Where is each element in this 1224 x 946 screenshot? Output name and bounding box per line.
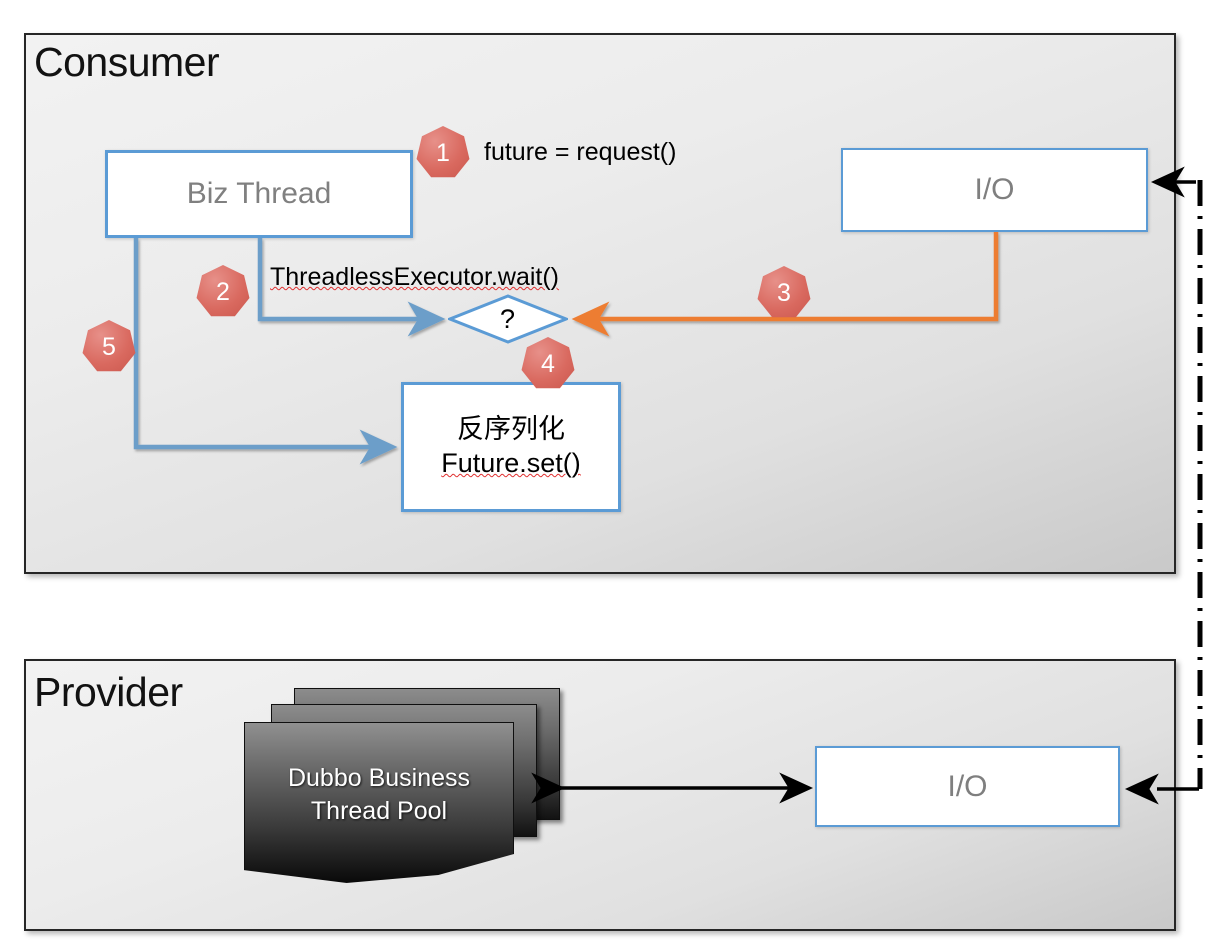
pool-card-front: Dubbo Business Thread Pool [244, 722, 514, 883]
step-badge-4-number: 4 [541, 349, 555, 378]
consumer-panel-title: Consumer [34, 39, 220, 85]
provider-panel-title: Provider [34, 669, 183, 715]
edge-label-threadless-wait: ThreadlessExecutor.wait() [270, 263, 560, 291]
consumer-io-box: I/O [841, 148, 1148, 232]
decision-question-mark: ? [500, 304, 516, 334]
provider-io-label: I/O [947, 769, 988, 803]
dubbo-thread-pool-line2: Thread Pool [310, 796, 448, 825]
dubbo-thread-pool-label: Dubbo Business Thread Pool [288, 762, 470, 827]
biz-thread-box: Biz Thread [105, 150, 413, 238]
step-badge-5: 5 [82, 320, 136, 372]
edge-label-future-request: future = request() [484, 138, 677, 166]
deserialize-box: 反序列化 Future.set() [401, 382, 621, 512]
deserialize-label-cn: 反序列化 [457, 414, 565, 446]
deserialize-label-future: Future.set() [441, 448, 581, 478]
biz-thread-label: Biz Thread [186, 177, 332, 210]
dubbo-thread-pool-line1: Dubbo Business [287, 764, 471, 792]
step-badge-3-number: 3 [777, 278, 791, 307]
step-badge-5-number: 5 [102, 332, 116, 361]
step-badge-2-number: 2 [216, 277, 230, 306]
provider-io-box: I/O [815, 746, 1120, 827]
dubbo-thread-pool-stack: Dubbo Business Thread Pool [244, 688, 564, 888]
consumer-io-label: I/O [974, 173, 1015, 206]
step-badge-1-number: 1 [436, 138, 450, 167]
